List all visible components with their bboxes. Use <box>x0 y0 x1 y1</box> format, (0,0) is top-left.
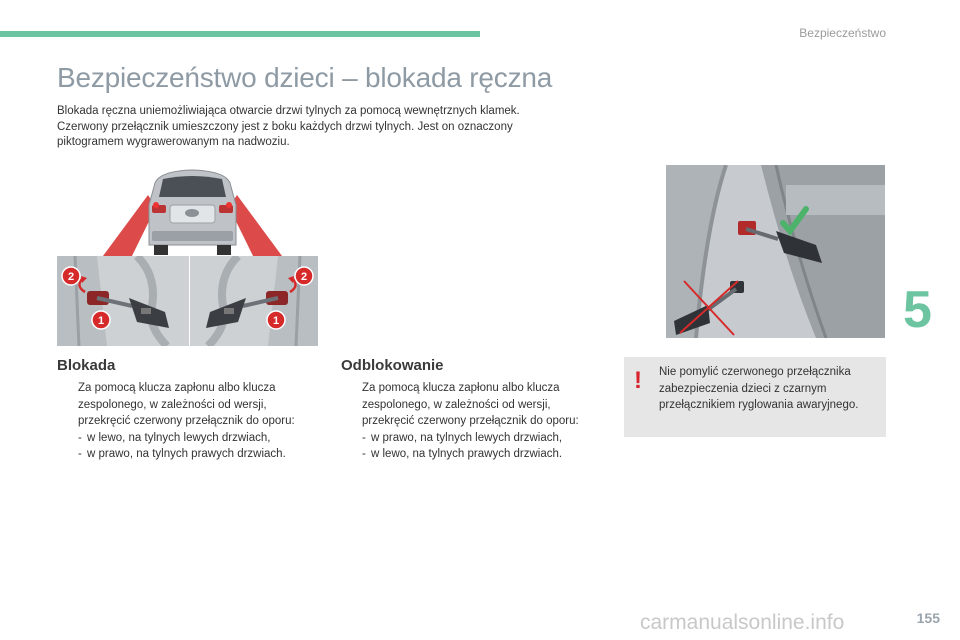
car-rear-illustration <box>100 165 285 260</box>
intro-line: piktogramem wygrawerowanym na nadwoziu. <box>57 136 290 148</box>
warning-line: przełącznikiem ryglowania awaryjnego. <box>659 399 859 411</box>
warning-box: ! Nie pomylić czerwonego przełącznika za… <box>624 357 886 437</box>
lock-bullet: Za pomocą klucza zapłonu albo klucza zes… <box>57 380 327 430</box>
car-rear-drawing <box>100 169 285 260</box>
chapter-number: 5 <box>903 281 932 339</box>
section-header: Bezpieczeństwo <box>799 26 886 40</box>
unlock-line: Za pomocą klucza zapłonu albo klucza <box>362 382 560 394</box>
right-door-drawing: 2 1 <box>190 256 318 346</box>
header-accent-bar <box>0 31 480 37</box>
lock-sub-item: -w prawo, na tylnych prawych drzwiach. <box>78 448 286 460</box>
callout-2-right: 2 <box>301 271 307 283</box>
unlock-bullet: Za pomocą klucza zapłonu albo klucza zes… <box>341 380 611 430</box>
page-title: Bezpieczeństwo dzieci – blokada ręczna <box>57 62 553 93</box>
unlock-heading: Odblokowanie <box>341 357 444 374</box>
lock-instructions: Za pomocą klucza zapłonu albo klucza zes… <box>57 380 327 463</box>
door-jamb-illustration <box>666 165 885 338</box>
callout-1-left: 1 <box>98 315 104 327</box>
intro-line: Czerwony przełącznik umieszczony jest z … <box>57 120 513 133</box>
intro-text: Blokada ręczna uniemożliwiająca otwarcie… <box>57 104 577 151</box>
left-door-drawing: 2 1 <box>57 256 189 346</box>
unlock-sub-item: -w prawo, na tylnych lewych drzwiach, <box>362 431 563 444</box>
lock-line: przekręcić czerwony przełącznik do oporu… <box>78 415 295 427</box>
page-number: 155 <box>916 610 940 626</box>
lock-sub-item: -w lewo, na tylnych lewych drzwiach, <box>78 431 271 444</box>
lock-line: Za pomocą klucza zapłonu albo klucza <box>78 382 276 394</box>
warning-line: Nie pomylić czerwonego przełącznika <box>659 366 851 378</box>
lock-line: zespolonego, w zależności od wersji, <box>78 398 267 411</box>
unlock-line: zespolonego, w zależności od wersji, <box>362 398 551 411</box>
right-door-illustration: 2 1 <box>190 256 318 346</box>
unlock-line: przekręcić czerwony przełącznik do oporu… <box>362 415 579 427</box>
intro-line: Blokada ręczna uniemożliwiająca otwarcie… <box>57 105 520 117</box>
callout-1-right: 1 <box>273 315 279 327</box>
callout-2-left: 2 <box>68 271 74 283</box>
warning-line: zabezpieczenia dzieci z czarnym <box>659 382 827 395</box>
warning-exclamation-icon: ! <box>634 367 642 394</box>
unlock-instructions: Za pomocą klucza zapłonu albo klucza zes… <box>341 380 611 463</box>
watermark: carmanualsonline.info <box>640 611 845 634</box>
left-door-illustration: 2 1 <box>57 256 189 346</box>
door-jamb-drawing <box>666 165 885 338</box>
unlock-sub-item: -w lewo, na tylnych prawych drzwiach. <box>362 448 563 460</box>
warning-text: Nie pomylić czerwonego przełącznika zabe… <box>659 364 881 414</box>
lock-heading: Blokada <box>57 357 116 374</box>
